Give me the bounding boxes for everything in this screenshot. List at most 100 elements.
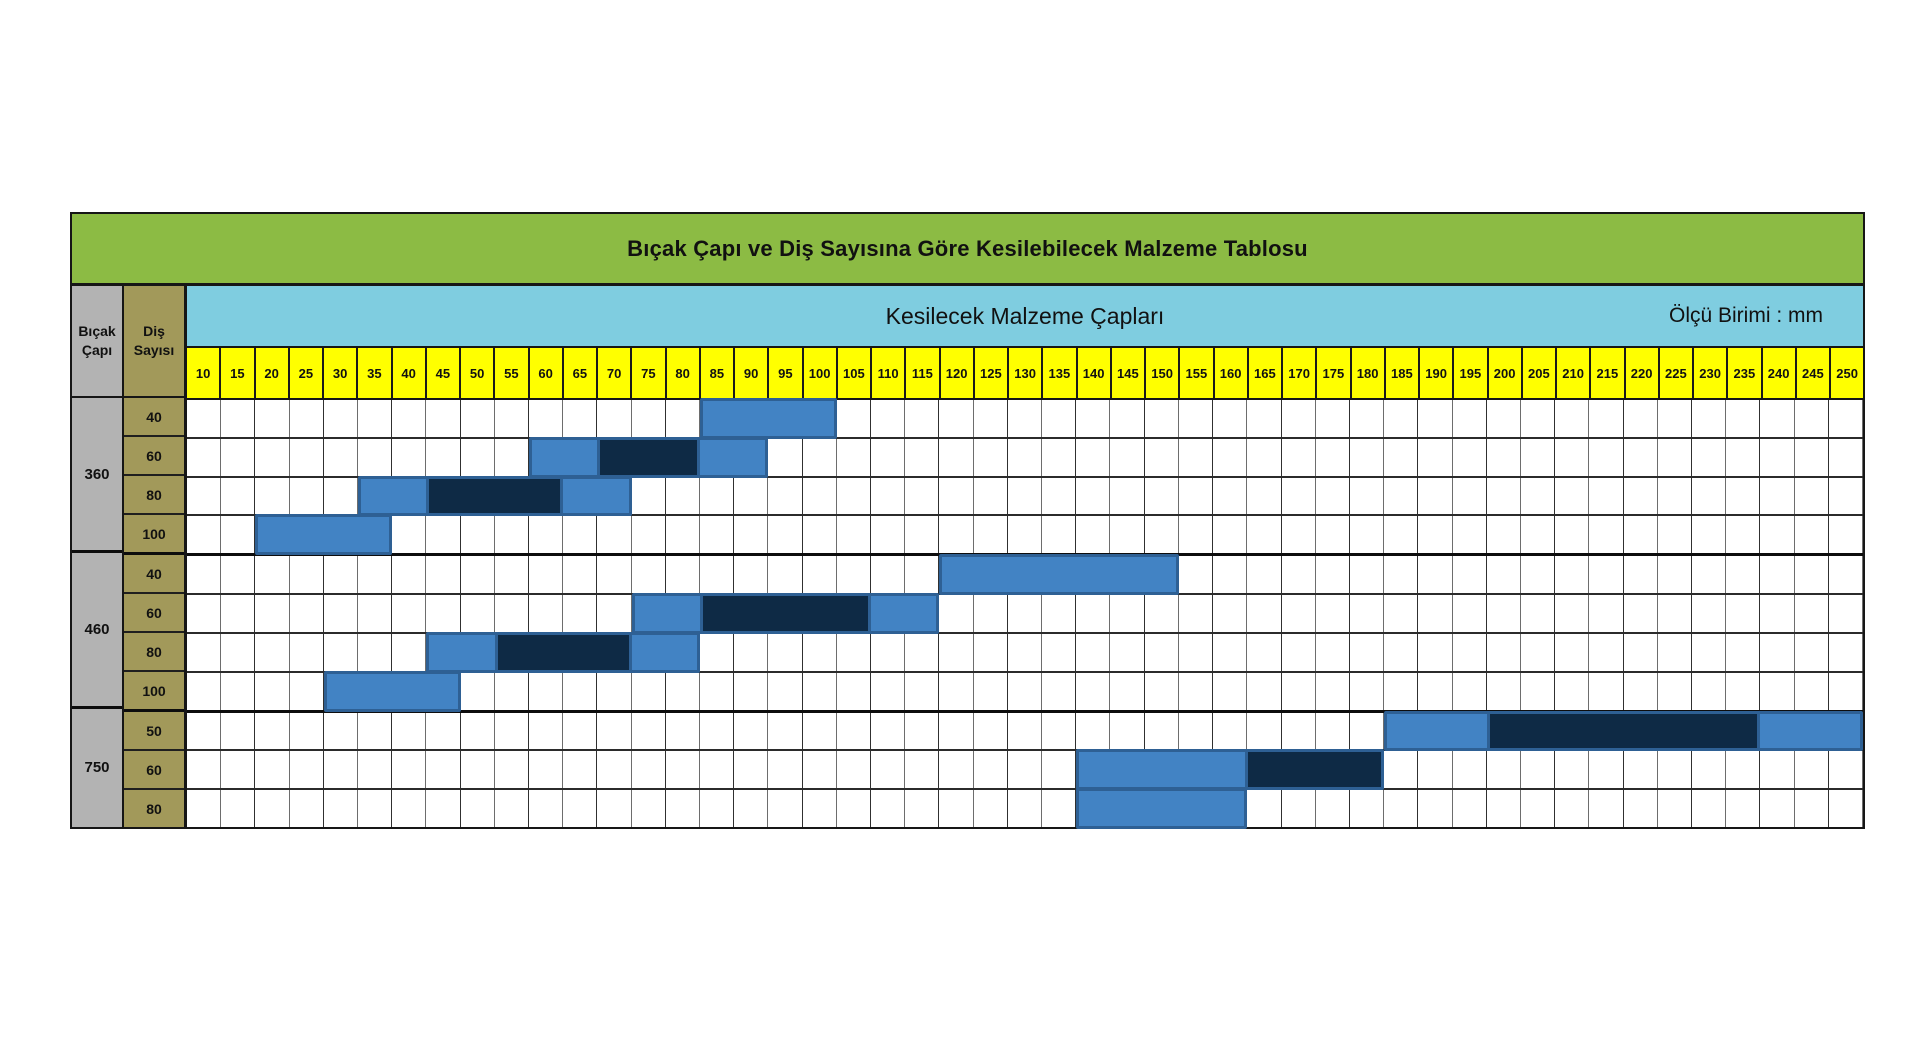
grid-cell: [1282, 672, 1316, 710]
capacity-bar: [1076, 749, 1385, 791]
blade-header-line1: Bıçak: [78, 323, 116, 340]
grid-cell: [871, 751, 906, 789]
grid-cell: [1624, 438, 1658, 476]
grid-cell: [905, 516, 940, 554]
grid-cell: [255, 672, 290, 710]
grid-cell: [1110, 400, 1145, 437]
capacity-row: [187, 554, 1863, 596]
grid-cell: [837, 438, 872, 476]
material-capacity-table: Bıçak Çapı ve Diş Sayısına Göre Kesilebi…: [70, 212, 1865, 829]
diameter-tick: 120: [940, 348, 975, 398]
grid-cell: [1316, 595, 1350, 632]
teeth-count-cell: 50: [124, 712, 184, 751]
grid-cell: [632, 516, 666, 554]
grid-cell: [1521, 633, 1556, 671]
grid-cell: [1692, 790, 1727, 827]
diameter-tick: 200: [1488, 348, 1523, 398]
grid-cell: [1316, 438, 1350, 476]
grid-cell: [1282, 400, 1316, 437]
capacity-bar-segment-light: [703, 401, 834, 436]
grid-cell: [426, 595, 461, 632]
grid-cell: [1145, 672, 1179, 710]
capacity-row: [187, 398, 1863, 439]
material-diameters-title: Kesilecek Malzeme Çapları: [885, 302, 1165, 329]
grid-cell: [392, 400, 427, 437]
grid-cell: [1350, 595, 1385, 632]
grid-cell: [1555, 633, 1590, 671]
grid-cell: [1487, 438, 1521, 476]
grid-cell: [734, 672, 769, 710]
grid-cell: [495, 751, 530, 789]
capacity-bar-segment-dark: [494, 634, 629, 670]
grid-cell: [632, 751, 666, 789]
grid-cell: [324, 556, 359, 594]
grid-cell: [1453, 790, 1487, 827]
grid-cell: [700, 672, 735, 710]
grid-cell: [1384, 790, 1419, 827]
teeth-count-cell: 100: [124, 672, 184, 712]
grid-cell: [597, 751, 632, 789]
capacity-bar: [529, 436, 769, 478]
grid-cell: [1692, 516, 1727, 554]
grid-cell: [1282, 790, 1316, 827]
grid-cell: [837, 556, 872, 594]
grid-cell: [1726, 595, 1761, 632]
grid-cell: [905, 438, 940, 476]
grid-cell: [837, 633, 872, 671]
grid-cell: [768, 556, 803, 594]
grid-cell: [1247, 633, 1282, 671]
diameter-tick: 15: [221, 348, 256, 398]
grid-cell: [974, 438, 1008, 476]
grid-cell: [837, 790, 872, 827]
grid-cell: [255, 751, 290, 789]
grid-cell: [392, 712, 427, 750]
grid-cell: [1418, 790, 1453, 827]
grid-cell: [1760, 633, 1795, 671]
grid-cell: [1316, 400, 1350, 437]
grid-cell: [1692, 477, 1727, 515]
diameter-tick: 95: [769, 348, 804, 398]
grid-cell: [871, 400, 906, 437]
teeth-count-cell: 60: [124, 594, 184, 633]
grid-cell: [1042, 400, 1077, 437]
grid-cell: [255, 400, 290, 437]
diameter-tick: 20: [255, 348, 290, 398]
grid-cell: [974, 477, 1008, 515]
grid-cell: [1008, 790, 1043, 827]
grid-cell: [392, 438, 427, 476]
grid-cell: [1760, 790, 1795, 827]
grid-cell: [1453, 438, 1487, 476]
grid-cell: [1179, 400, 1214, 437]
table-title-band: Bıçak Çapı ve Diş Sayısına Göre Kesilebi…: [72, 214, 1863, 286]
diameter-tick: 165: [1248, 348, 1283, 398]
grid-cell: [1418, 400, 1453, 437]
grid-cell: [1658, 556, 1692, 594]
grid-cell: [597, 595, 632, 632]
diameter-tick: 205: [1522, 348, 1557, 398]
grid-cell: [1179, 438, 1214, 476]
grid-cell: [1692, 556, 1727, 594]
grid-cell: [1453, 556, 1487, 594]
grid-cell: [905, 672, 940, 710]
capacity-grid: [187, 398, 1863, 829]
grid-cell: [700, 751, 735, 789]
grid-cell: [871, 556, 906, 594]
grid-cell: [1589, 438, 1624, 476]
grid-cell: [426, 712, 461, 750]
grid-cell: [1795, 751, 1829, 789]
blade-diameter-cell: 750: [84, 759, 110, 777]
grid-cell: [1726, 556, 1761, 594]
grid-cell: [1076, 438, 1111, 476]
grid-cell: [974, 790, 1008, 827]
grid-cell: [1795, 633, 1829, 671]
teeth-count-cell: 80: [146, 800, 162, 817]
grid-cell: [1042, 751, 1077, 789]
capacity-bar: [323, 670, 461, 712]
capacity-row: [187, 710, 1863, 752]
grid-cell: [734, 790, 769, 827]
grid-cell: [1624, 790, 1658, 827]
grid-cell: [734, 556, 769, 594]
grid-cell: [290, 790, 324, 827]
grid-cell: [1760, 751, 1795, 789]
